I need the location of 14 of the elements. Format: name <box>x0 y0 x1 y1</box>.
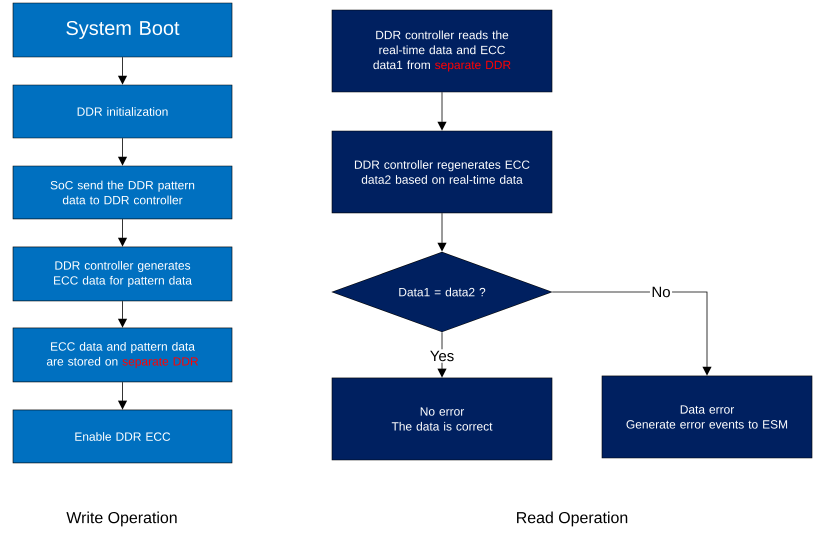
process-box: DDR controller reads the real-time data and ECC data1 from separate DDR <box>332 10 552 92</box>
edge-label: No <box>650 285 672 299</box>
section-caption: Write Operation <box>66 512 177 526</box>
process-box: Enable DDR ECC <box>12 410 232 464</box>
process-box: System Boot <box>12 2 232 58</box>
process-box: No error The data is correct <box>332 378 552 460</box>
edge-label: Yes <box>428 349 456 363</box>
process-box: DDR controller generates ECC data for pattern data <box>12 246 232 302</box>
process-box: SoC send the DDR pattern data to DDR controller <box>12 166 232 220</box>
section-caption: Read Operation <box>517 512 628 526</box>
process-box: DDR controller regenerates ECC data2 based on real-time data <box>332 130 552 214</box>
process-box: DDR initialization <box>12 84 232 138</box>
process-box: Data error Generate error events to ESM <box>602 376 812 458</box>
process-box: ECC data and pattern data are stored on separate DDR <box>12 328 232 382</box>
